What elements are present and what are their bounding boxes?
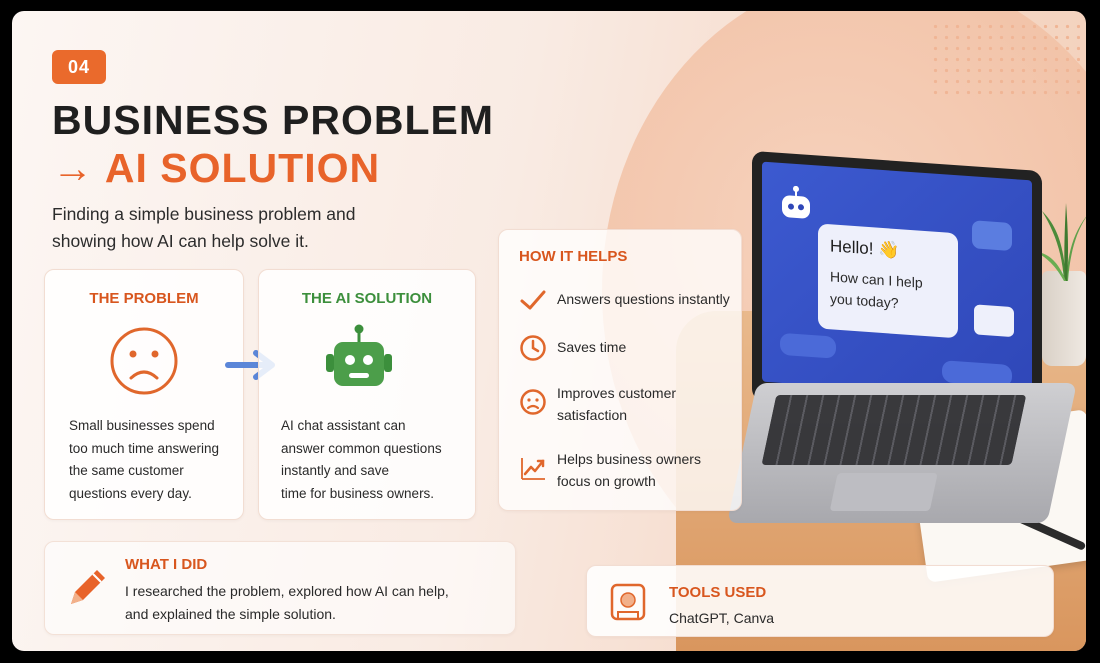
tools-used-card: TOOLS USED ChatGPT, Canva — [586, 565, 1054, 637]
dot-pattern — [930, 21, 1080, 101]
laptop-keyboard — [727, 383, 1077, 523]
trackpad — [829, 473, 938, 511]
what-i-did-heading: WHAT I DID — [125, 556, 208, 573]
problem-line: too much time answering — [69, 440, 220, 456]
problem-card: THE PROBLEM Small businesses spend too m… — [44, 269, 244, 520]
screen-robot-icon — [782, 185, 810, 219]
helps-line: Improves customer — [557, 385, 677, 401]
robot-icon — [326, 324, 392, 386]
plant-leaves-icon — [1034, 203, 1086, 281]
helps-item: Helps business owners focus on growth — [519, 448, 701, 492]
screen-chat-icon-right — [974, 304, 1014, 338]
clock-icon — [520, 335, 546, 361]
sad-face-icon — [110, 327, 178, 395]
solution-line: instantly and save — [281, 463, 390, 478]
problem-line: questions every day. — [69, 485, 192, 501]
checkmark-icon — [520, 290, 546, 310]
title-arrow-icon: → — [52, 145, 94, 191]
title-line2: → AI SOLUTION — [52, 145, 380, 192]
solution-line: AI chat assistant can — [281, 418, 406, 433]
helps-item-text: Answers questions instantly — [557, 286, 730, 310]
problem-heading: THE PROBLEM — [89, 290, 199, 307]
what-i-did-card: WHAT I DID I researched the problem, exp… — [44, 541, 516, 635]
problem-line: the same customer — [69, 463, 184, 478]
helps-item: Improves customer satisfaction — [519, 382, 676, 426]
laptop-illustration: Hello! 👋 How can I help you today? — [752, 150, 1042, 422]
helps-item: Answers questions instantly — [519, 286, 730, 314]
tools-used-heading: TOOLS USED — [669, 584, 767, 601]
solution-text: AI chat assistant can answer common ques… — [281, 415, 442, 505]
greeting-line2: How can I help — [830, 268, 923, 291]
tools-used-value: ChatGPT, Canva — [669, 610, 775, 626]
how-it-helps-card: HOW IT HELPS Answers questions instantly… — [498, 229, 742, 511]
slide-card: Hello! 👋 How can I help you today? 04 BU… — [12, 11, 1086, 651]
solution-heading: THE AI SOLUTION — [301, 290, 433, 307]
title-line1: BUSINESS PROBLEM — [52, 97, 494, 143]
screen-input-bar-left — [780, 332, 836, 359]
helps-line: Helps business owners — [557, 451, 701, 467]
helps-item-text: Improves customer satisfaction — [557, 382, 676, 426]
section-number-badge: 04 — [52, 50, 106, 84]
pencil-icon — [71, 570, 105, 604]
plant-pot — [1042, 271, 1086, 366]
worried-face-icon — [520, 389, 546, 415]
laptop-screen: Hello! 👋 How can I help you today? — [762, 161, 1032, 401]
helps-line: satisfaction — [557, 407, 628, 423]
helps-item-text: Saves time — [557, 334, 626, 358]
helps-item-text: Helps business owners focus on growth — [557, 448, 701, 492]
problem-text: Small businesses spend too much time ans… — [69, 415, 219, 505]
trend-up-icon — [521, 458, 545, 480]
keyboard-keys — [761, 395, 1027, 465]
subtitle: Finding a simple business problem and sh… — [52, 204, 356, 251]
what-i-did-line: I researched the problem, explored how A… — [125, 583, 449, 599]
greeting-bubble: Hello! 👋 How can I help you today? — [818, 223, 958, 339]
problem-line: Small businesses spend — [69, 418, 215, 433]
what-i-did-text: I researched the problem, explored how A… — [125, 580, 449, 626]
how-it-helps-heading: HOW IT HELPS — [519, 248, 628, 265]
what-i-did-line: and explained the simple solution. — [125, 606, 336, 622]
solution-card: THE AI SOLUTION AI chat assistant can an… — [258, 269, 476, 520]
solution-line: answer common questions — [281, 440, 442, 456]
greeting-line3: you today? — [830, 290, 899, 312]
title-ai-solution: AI SOLUTION — [104, 145, 381, 191]
helps-line: Saves time — [557, 339, 627, 355]
helps-line: Answers questions instantly — [557, 291, 730, 307]
greeting-hello: Hello! 👋 — [830, 236, 900, 261]
helps-line: focus on growth — [557, 473, 656, 489]
solution-line: time for business owners. — [281, 485, 435, 501]
helps-item: Saves time — [519, 334, 626, 362]
tools-icon — [610, 583, 646, 621]
screen-chat-icon-top — [972, 220, 1012, 252]
